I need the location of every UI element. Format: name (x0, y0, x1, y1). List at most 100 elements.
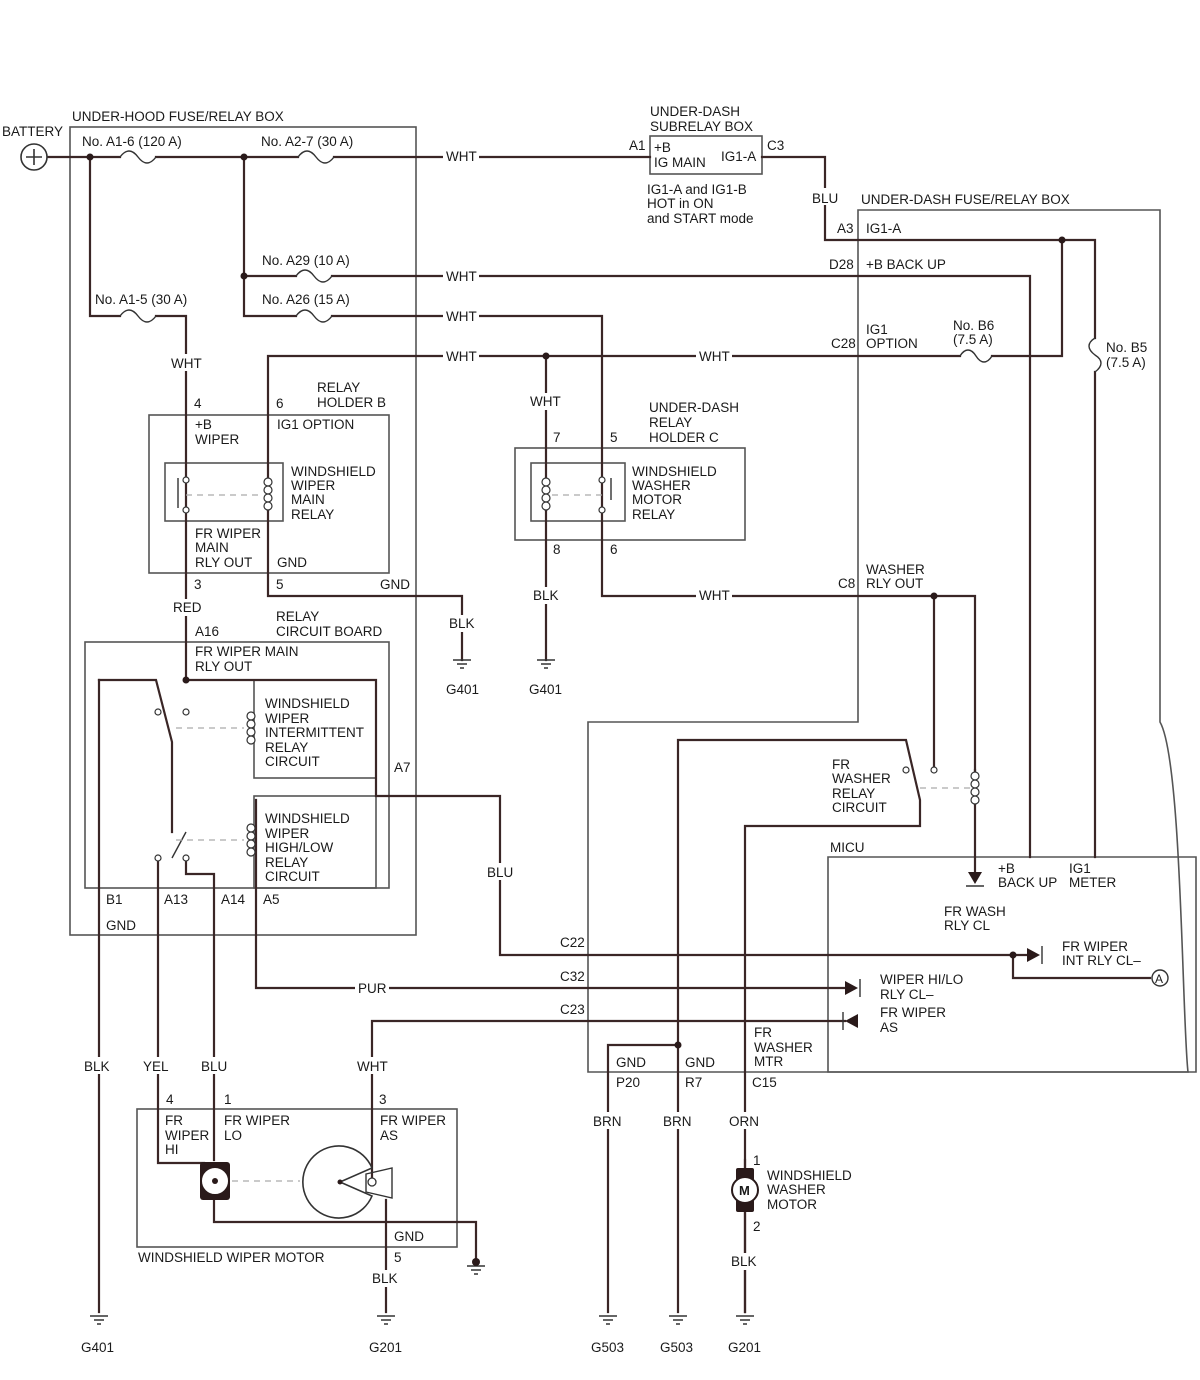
diode-wash-cl-icon (968, 872, 982, 884)
wire-a13-yel (156, 856, 206, 1165)
color-wht-7: WHT (530, 394, 561, 409)
label-sub-note-3: and START mode (647, 211, 754, 226)
label-motor-gnd: GND (394, 1229, 424, 1244)
color-blk-4: BLK (372, 1271, 398, 1286)
wires (45, 155, 1152, 1314)
label-motor-hi-2: WIPER (165, 1128, 210, 1143)
connector-a-icon (1151, 969, 1169, 987)
color-pur-1: PUR (358, 981, 387, 996)
label-motor-hi-3: HI (165, 1142, 179, 1157)
wire-a5-pur (254, 798, 847, 990)
label-ud-ig1: IG1 (866, 322, 888, 337)
label-micu-ig1-2: METER (1069, 875, 1117, 890)
label-rc-p8: 8 (553, 542, 561, 557)
color-orn-1: ORN (729, 1114, 759, 1129)
ground-symbols (90, 659, 754, 1325)
label-micu-frw-1: FR (832, 757, 850, 772)
color-blu-3: BLU (201, 1059, 227, 1074)
label-rc-name-1: WINDSHIELD (632, 464, 717, 479)
label-rc-p6: 6 (610, 542, 618, 557)
label-micu-mtr-3: MTR (754, 1054, 783, 1069)
label-micu-hilo-2: RLY CL– (880, 987, 934, 1002)
under-hood-box (69, 126, 417, 936)
color-yel-1: YEL (143, 1059, 169, 1074)
label-micu-mtr-1: FR (754, 1025, 772, 1040)
label-gnd-g401-b: G401 (529, 682, 562, 697)
label-relay-b-2: HOLDER B (317, 395, 386, 410)
label-ud-c8: C8 (838, 576, 855, 591)
hl-relay-coil-icon (246, 823, 256, 857)
label-micu-r7: R7 (685, 1075, 702, 1090)
label-micu-wash-cl-1: FR WASH (944, 904, 1006, 919)
label-rcb-hl-3: HIGH/LOW (265, 840, 334, 855)
label-rb-gnd-out: GND (380, 577, 410, 592)
label-gnd-g401-a: G401 (446, 682, 479, 697)
label-rcb-in-2: RLY OUT (195, 659, 252, 674)
label-rb-pb: +B (195, 417, 212, 432)
color-blk-5: BLK (731, 1254, 757, 1269)
label-rc-name-3: MOTOR (632, 492, 682, 507)
label-rb-gnd-in: GND (277, 555, 307, 570)
label-relay-b-1: RELAY (317, 380, 360, 395)
color-blu-2: BLU (487, 865, 513, 880)
label-micu-as-1: FR WIPER (880, 1005, 946, 1020)
label-wm-p2: 2 (753, 1219, 761, 1234)
label-rb-ig1opt: IG1 OPTION (277, 417, 354, 432)
label-micu-int-cl-1: FR WIPER (1062, 939, 1128, 954)
label-relay-c-2: RELAY (649, 415, 692, 430)
color-wht-8: WHT (699, 588, 730, 603)
label-fuse-a29: No. A29 (10 A) (262, 253, 350, 268)
label-gnd-g503-b: G503 (660, 1340, 693, 1355)
label-micu-gnd1: GND (616, 1055, 646, 1070)
relay-holder-c (514, 447, 746, 541)
label-wiper-motor: WINDSHIELD WIPER MOTOR (138, 1250, 325, 1265)
label-sub-c3: C3 (767, 138, 784, 153)
label-gnd-g201-a: G201 (369, 1340, 402, 1355)
label-rb-out-1: FR WIPER (195, 526, 261, 541)
wire-gnd-r7 (676, 738, 922, 1314)
label-rb-out-3: RLY OUT (195, 555, 252, 570)
color-blk-2: BLK (533, 588, 559, 603)
label-rcb-hl-4: RELAY (265, 855, 308, 870)
label-wm-p1: 1 (753, 1153, 761, 1168)
fuse-a2-7-icon (297, 150, 335, 164)
diode-hilo-cl-icon (845, 981, 858, 995)
label-sub-pb: +B (654, 140, 671, 155)
color-wht-3: WHT (446, 309, 477, 324)
label-micu-ig1-1: IG1 (1069, 861, 1091, 876)
wire-a14-blu (184, 856, 216, 1162)
color-wht-2: WHT (446, 269, 477, 284)
relay-symbols (154, 476, 980, 862)
ground-icon (736, 1315, 754, 1325)
label-rc-name-2: WASHER (632, 478, 691, 493)
label-rcb-int-3: INTERMITTENT (265, 725, 364, 740)
wire-rcb-common (97, 678, 1032, 957)
label-rb-name-4: RELAY (291, 507, 334, 522)
label-motor-p4: 4 (166, 1092, 174, 1107)
label-micu-p20: P20 (616, 1075, 640, 1090)
label-micu-c15: C15 (752, 1075, 777, 1090)
color-blk-1: BLK (449, 616, 475, 631)
int-relay-coil-icon (246, 711, 256, 745)
color-brn-1: BRN (593, 1114, 622, 1129)
fuse-a29-icon (295, 269, 333, 283)
wire-motor-gnd (212, 1198, 478, 1264)
subrelay-box (649, 135, 763, 175)
fuse-a1-5-icon (119, 309, 157, 323)
label-rb-out-2: MAIN (195, 540, 229, 555)
color-wht-5: WHT (699, 349, 730, 364)
wiper-motor-symbol (200, 1145, 393, 1219)
label-motor-p1: 1 (224, 1092, 232, 1107)
label-sub-ig1a: IG1-A (721, 149, 756, 164)
washer-motor-icon (731, 1176, 759, 1204)
label-gnd-g401-c: G401 (81, 1340, 114, 1355)
label-rb-name-3: MAIN (291, 492, 325, 507)
label-fuse-a2-7: No. A2-7 (30 A) (261, 134, 353, 149)
label-rcb-a7: A7 (394, 760, 411, 775)
fuse-a26-icon (295, 309, 333, 323)
label-rcb-int-4: RELAY (265, 740, 308, 755)
label-rcb-int-2: WIPER (265, 711, 310, 726)
label-micu-c22: C22 (560, 935, 585, 950)
label-fuse-a26: No. A26 (15 A) (262, 292, 350, 307)
